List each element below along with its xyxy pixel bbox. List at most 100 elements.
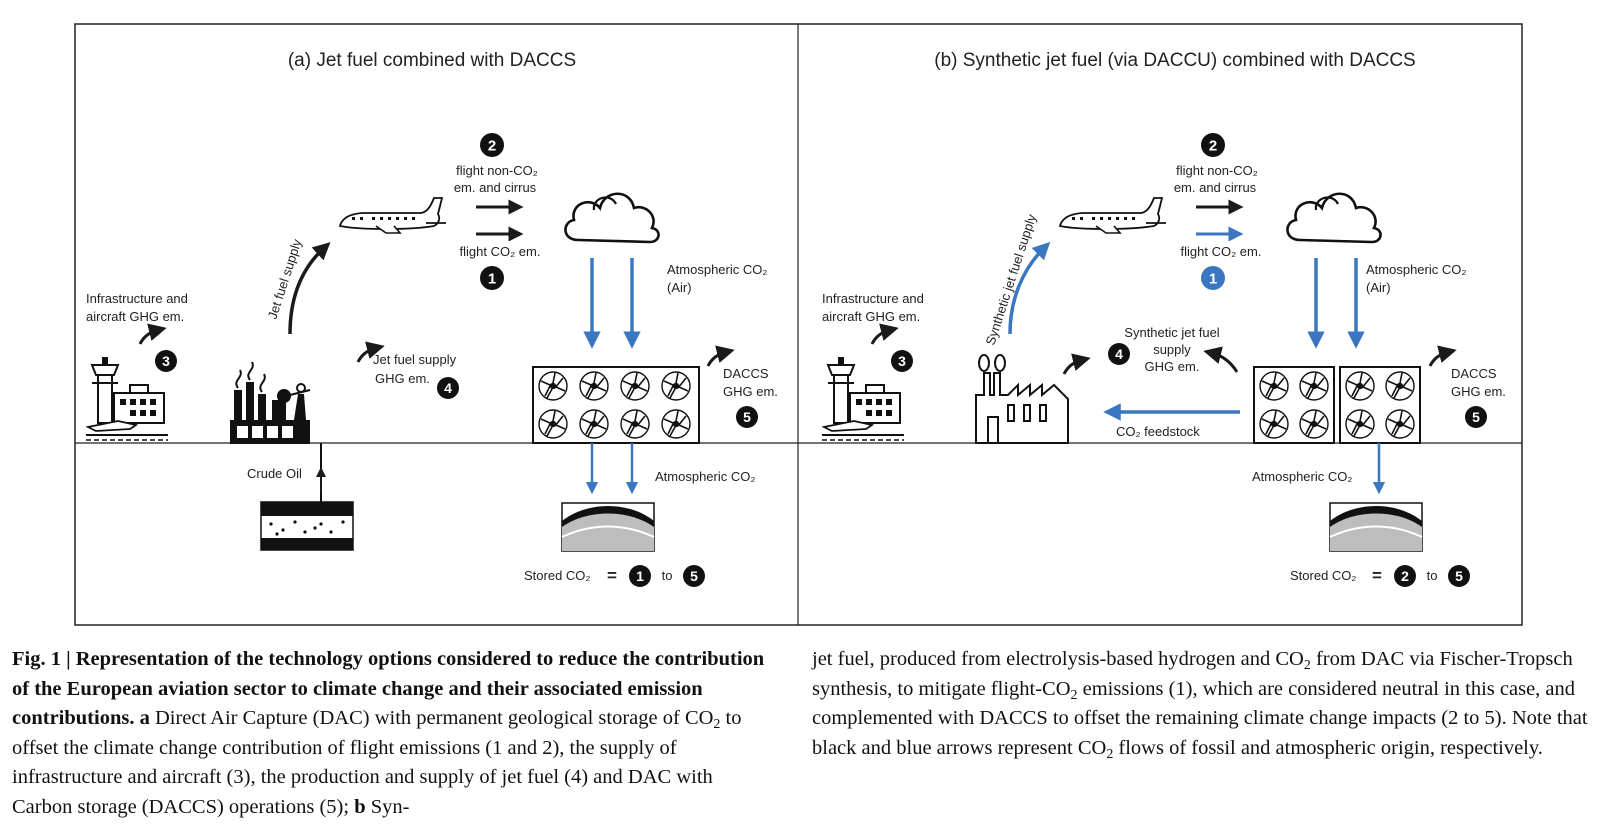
jet-fuel-supply-ghg-label-2: GHG em. bbox=[375, 371, 430, 386]
figure-caption-left: Fig. 1 | Representation of the technolog… bbox=[12, 645, 772, 823]
caption-right-text-3: emissions (1), which are considered neut… bbox=[812, 677, 1588, 759]
range-to-label: to bbox=[1427, 568, 1438, 583]
atmospheric-co2-label: Atmospheric CO₂ bbox=[655, 469, 755, 484]
daccs-ghg-label-2: GHG em. bbox=[723, 384, 778, 399]
technology-options-figure: (a) Jet fuel combined with DACCS 2 fligh… bbox=[74, 23, 1523, 626]
geological-storage-icon bbox=[1329, 502, 1423, 552]
badge-3-icon: 3 bbox=[891, 350, 913, 372]
panel-a-title: (a) Jet fuel combined with DACCS bbox=[288, 50, 576, 71]
svg-text:1: 1 bbox=[488, 271, 496, 288]
airplane-icon bbox=[1059, 197, 1167, 234]
panel-a: (a) Jet fuel combined with DACCS 2 fligh… bbox=[85, 50, 778, 587]
badge-1-icon: 1 bbox=[480, 266, 504, 290]
equals-sign: = bbox=[607, 566, 617, 585]
badge-1-blue-icon: 1 bbox=[1201, 266, 1225, 290]
stored-range-end-badge: 5 bbox=[1448, 565, 1470, 587]
caption-b-label: b bbox=[354, 795, 366, 818]
daccs-ghg-label-2: GHG em. bbox=[1451, 384, 1506, 399]
flight-nonco2-label: flight non-CO₂ bbox=[456, 163, 538, 178]
synfuel-plant-icon bbox=[975, 354, 1069, 444]
caption-a-text: Direct Air Capture (DAC) with permanent … bbox=[154, 707, 714, 730]
svg-text:5: 5 bbox=[1455, 568, 1463, 584]
caption-a-text-2: to offset the climate change contributio… bbox=[12, 707, 742, 818]
jet-fuel-supply-label: Jet fuel supply bbox=[265, 237, 305, 321]
badge-4-icon: 4 bbox=[1108, 343, 1130, 365]
badge-2-icon: 2 bbox=[1201, 133, 1225, 157]
atmospheric-co2-air-label-2: (Air) bbox=[1366, 280, 1391, 295]
dac-emission-left-arrow-icon bbox=[1203, 346, 1239, 373]
svg-text:5: 5 bbox=[690, 568, 698, 584]
dac-unit-icon bbox=[532, 366, 700, 444]
stored-range-start-badge: 1 bbox=[629, 565, 651, 587]
caption-right-text-4: flows of fossil and atmospheric origin, … bbox=[1113, 736, 1543, 759]
svg-text:2: 2 bbox=[488, 138, 496, 155]
badge-3-icon: 3 bbox=[155, 350, 177, 372]
airport-icon bbox=[821, 356, 905, 441]
infra-emission-arrow-icon bbox=[872, 330, 890, 344]
geological-storage-icon bbox=[561, 502, 655, 552]
oil-reservoir-icon bbox=[260, 501, 354, 551]
caption-b-text: Syn- bbox=[370, 795, 410, 818]
daccs-emission-arrow-icon bbox=[1430, 352, 1448, 366]
co2-feedstock-label: CO₂ feedstock bbox=[1116, 424, 1200, 439]
flight-nonco2-label: flight non-CO₂ bbox=[1176, 163, 1258, 178]
dac-unit-icon bbox=[1253, 366, 1421, 444]
jet-fuel-supply-arrow-icon bbox=[288, 242, 331, 335]
svg-text:3: 3 bbox=[898, 353, 906, 369]
panel-b: (b) Synthetic jet fuel (via DACCU) combi… bbox=[821, 50, 1506, 587]
svg-text:3: 3 bbox=[162, 353, 170, 369]
flight-co2-label: flight CO₂ em. bbox=[460, 244, 541, 259]
airport-icon bbox=[85, 356, 169, 441]
flight-nonco2-label-2: em. and cirrus bbox=[1174, 180, 1257, 195]
caption-right-text-2: from DAC via Fischer-Tropsch synthesis, … bbox=[812, 648, 1573, 700]
infrastructure-label-2: aircraft GHG em. bbox=[822, 309, 920, 324]
stored-range-end-badge: 5 bbox=[683, 565, 705, 587]
cloud-icon bbox=[1286, 192, 1382, 244]
caption-subscript: 2 bbox=[1106, 746, 1114, 762]
synthetic-supply-ghg-label-2: supply bbox=[1153, 342, 1191, 357]
atmospheric-co2-air-label: Atmospheric CO₂ bbox=[1366, 262, 1466, 277]
infra-emission-arrow-icon bbox=[140, 330, 158, 344]
daccs-ghg-label: DACCS bbox=[723, 366, 769, 381]
jet-fuel-supply-ghg-label: Jet fuel supply bbox=[373, 352, 457, 367]
svg-text:2: 2 bbox=[1401, 568, 1409, 584]
refinery-icon bbox=[229, 361, 311, 445]
stored-range-start-badge: 2 bbox=[1394, 565, 1416, 587]
svg-text:2: 2 bbox=[1209, 138, 1217, 155]
caption-a-label: a bbox=[139, 707, 150, 730]
synfuel-emission-arrow-icon bbox=[1064, 360, 1082, 374]
figure-caption-right: jet fuel, produced from electrolysis-bas… bbox=[812, 645, 1597, 763]
badge-4-icon: 4 bbox=[437, 377, 459, 399]
atmospheric-co2-air-label: Atmospheric CO₂ bbox=[667, 262, 767, 277]
badge-5-icon: 5 bbox=[1465, 406, 1487, 428]
svg-text:1: 1 bbox=[1209, 271, 1217, 288]
synthetic-jet-fuel-supply-arrow-icon bbox=[1008, 241, 1051, 335]
daccs-emission-arrow-icon bbox=[708, 352, 726, 366]
synthetic-supply-ghg-label: Synthetic jet fuel bbox=[1124, 325, 1219, 340]
infrastructure-label: Infrastructure and bbox=[822, 291, 924, 306]
cloud-icon bbox=[564, 192, 660, 244]
svg-text:4: 4 bbox=[444, 380, 452, 396]
caption-subscript: 2 bbox=[1070, 687, 1078, 703]
flight-nonco2-label-2: em. and cirrus bbox=[454, 180, 537, 195]
caption-subscript: 2 bbox=[713, 717, 721, 733]
caption-bold-text: Representation of the technology options… bbox=[12, 648, 765, 730]
svg-text:4: 4 bbox=[1115, 346, 1123, 362]
airplane-icon bbox=[339, 197, 447, 234]
infrastructure-label: Infrastructure and bbox=[86, 291, 188, 306]
crude-oil-label: Crude Oil bbox=[247, 466, 302, 481]
atmospheric-co2-label: Atmospheric CO₂ bbox=[1252, 469, 1352, 484]
svg-text:1: 1 bbox=[636, 568, 644, 584]
flight-co2-label: flight CO₂ em. bbox=[1181, 244, 1262, 259]
svg-text:5: 5 bbox=[743, 409, 751, 425]
daccs-ghg-label: DACCS bbox=[1451, 366, 1497, 381]
infrastructure-label-2: aircraft GHG em. bbox=[86, 309, 184, 324]
synthetic-supply-ghg-label-3: GHG em. bbox=[1145, 359, 1200, 374]
caption-fig-label: Fig. 1 | bbox=[12, 648, 76, 670]
stored-co2-label: Stored CO₂ bbox=[1290, 568, 1356, 583]
atmospheric-co2-air-label-2: (Air) bbox=[667, 280, 692, 295]
badge-2-icon: 2 bbox=[480, 133, 504, 157]
panel-b-title: (b) Synthetic jet fuel (via DACCU) combi… bbox=[934, 50, 1416, 71]
caption-subscript: 2 bbox=[1303, 657, 1311, 673]
equals-sign: = bbox=[1372, 566, 1382, 585]
